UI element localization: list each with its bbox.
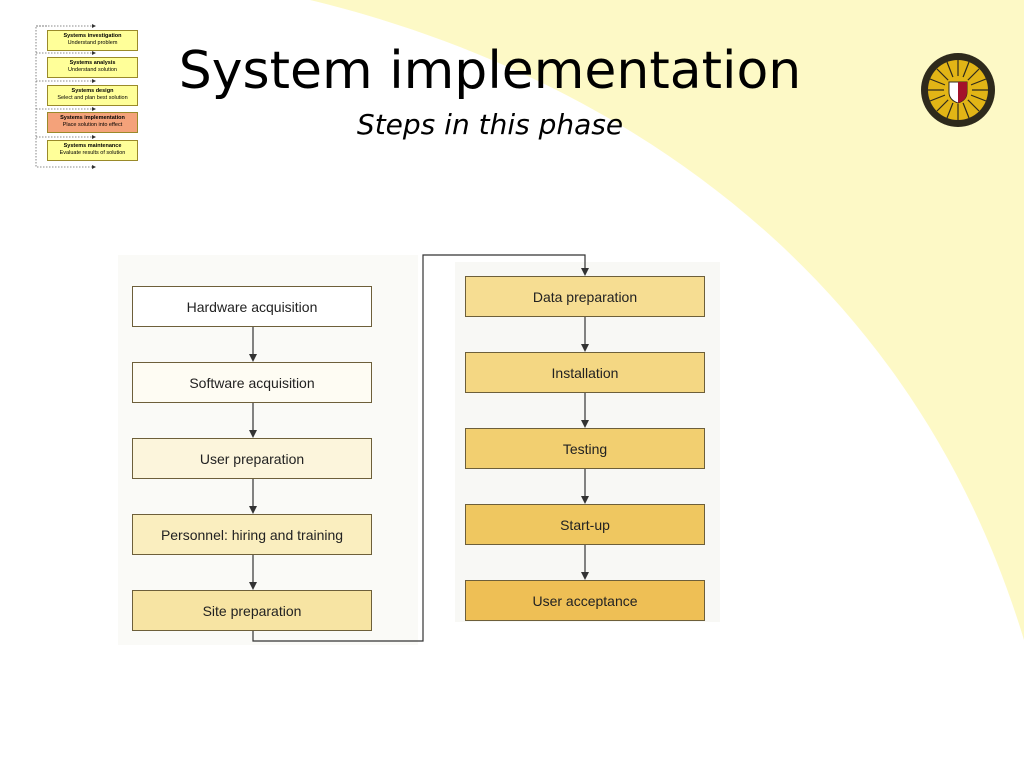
phase-heading: Systems design [71, 88, 114, 94]
step-installation: Installation [465, 352, 705, 393]
arrow-head [581, 496, 589, 504]
phase-description: Understand solution [68, 67, 117, 73]
step-software-acquisition: Software acquisition [132, 362, 372, 403]
phase-description: Place solution into effect [62, 122, 123, 128]
arrow-head [249, 430, 257, 438]
slide-title: System implementation [178, 41, 802, 101]
slide-subtitle: Steps in this phase [356, 108, 624, 141]
connector-line [252, 254, 586, 642]
phase-heading: Systems analysis [69, 60, 116, 66]
phase-investigation[interactable]: Systems investigation Understand problem [47, 30, 138, 51]
phase-heading: Systems investigation [63, 33, 122, 39]
phase-analysis[interactable]: Systems analysis Understand solution [47, 57, 138, 78]
university-seal-logo [921, 53, 995, 127]
phase-heading: Systems implementation [60, 115, 125, 121]
phase-maintenance[interactable]: Systems maintenance Evaluate results of … [47, 140, 138, 161]
step-testing: Testing [465, 428, 705, 469]
step-user-acceptance: User acceptance [465, 580, 705, 621]
step-user-preparation: User preparation [132, 438, 372, 479]
arrow-head [249, 582, 257, 590]
phase-navigator-connectors [35, 24, 96, 169]
step-data-preparation: Data preparation [465, 276, 705, 317]
arrow-head [581, 268, 589, 276]
step-start-up: Start-up [465, 504, 705, 545]
step-site-preparation: Site preparation [132, 590, 372, 631]
phase-design[interactable]: Systems design Select and plan best solu… [47, 85, 138, 106]
arrow-head [581, 420, 589, 428]
phase-heading: Systems maintenance [63, 143, 122, 149]
arrow-head [581, 572, 589, 580]
phase-description: Understand problem [67, 40, 118, 46]
arrow-head [249, 506, 257, 514]
phase-description: Select and plan best solution [57, 95, 128, 101]
arrow-head [581, 344, 589, 352]
arrow-head [249, 354, 257, 362]
phase-navigator: Systems investigation Understand problem… [32, 20, 142, 170]
step-personnel-hiring-training: Personnel: hiring and training [132, 514, 372, 555]
step-hardware-acquisition: Hardware acquisition [132, 286, 372, 327]
phase-implementation[interactable]: Systems implementation Place solution in… [47, 112, 138, 133]
phase-description: Evaluate results of solution [59, 150, 126, 156]
